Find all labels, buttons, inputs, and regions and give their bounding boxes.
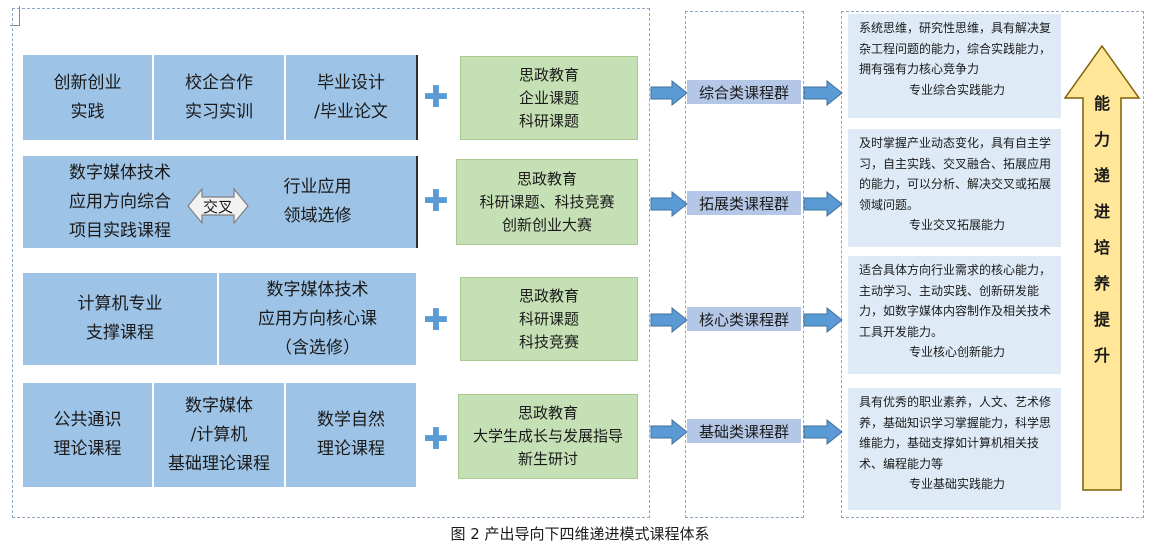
capability-title: 专业交叉拓展能力 — [908, 218, 1005, 232]
capability-title: 专业综合实践能力 — [908, 82, 1005, 97]
group-comprehensive: 综合类课程群 — [687, 80, 801, 104]
course-row-core: 计算机专业 支撑课程 数字媒体技术 应用方向核心课 （含选修） — [23, 273, 416, 365]
arrow-right-icon — [650, 80, 688, 106]
capability-text: 系统思维，研究性思维，具有解决复杂工程问题的能力，综合实践能力，拥有强有力核心竞… — [859, 21, 1052, 76]
capability-desc-comprehensive: 系统思维，研究性思维，具有解决复杂工程问题的能力，综合实践能力，拥有强有力核心竞… — [848, 14, 1061, 118]
cell-divider — [152, 55, 154, 140]
group-core: 核心类课程群 — [687, 307, 801, 331]
capability-desc-core: 适合具体方向行业需求的核心能力，主动学习、主动实践、创新研发能力，如数字媒体内容… — [848, 256, 1061, 374]
plus-icon: ✚ — [423, 80, 449, 115]
course-row-comprehensive: 创新创业 实践 校企合作 实习实训 毕业设计 /毕业论文 — [23, 55, 416, 140]
course-row-foundation: 公共通识 理论课程 数字媒体 /计算机 基础理论课程 数学自然 理论课程 — [23, 383, 416, 487]
course-math-science: 数学自然 理论课程 — [317, 410, 385, 459]
cell-divider — [284, 55, 286, 140]
course-groups-container — [685, 11, 804, 518]
plus-icon: ✚ — [423, 303, 449, 338]
capability-title: 专业基础实践能力 — [908, 477, 1005, 491]
group-expansion: 拓展类课程群 — [687, 191, 801, 215]
ideology-box-foundation: 思政教育 大学生成长与发展指导 新生研讨 — [458, 394, 638, 479]
arrow-right-icon — [803, 191, 843, 217]
capability-text: 适合具体方向行业需求的核心能力，主动学习、主动实践、创新研发能力，如数字媒体内容… — [859, 263, 1052, 339]
capability-text: 及时掌握产业动态变化，具有自主学习，自主实践、交叉融合、拓展应用的能力，可以分析… — [859, 136, 1052, 212]
arrow-right-icon — [650, 191, 688, 217]
course-graduation-design: 毕业设计 /毕业论文 — [314, 72, 388, 122]
capability-container — [841, 11, 1144, 518]
course-enterprise-internship: 校企合作 实习实训 — [185, 72, 253, 122]
ideology-box-core: 思政教育 科研课题 科技竞赛 — [460, 277, 638, 361]
arrow-right-icon — [803, 80, 843, 106]
figure-caption: 图 2 产出导向下四维递进模式课程体系 — [450, 525, 710, 543]
capability-title: 专业核心创新能力 — [908, 345, 1005, 359]
arrow-right-icon — [650, 419, 688, 445]
progress-label: 能 力 递 进 培 养 提 升 — [1093, 94, 1110, 365]
plus-icon: ✚ — [423, 422, 449, 457]
course-modules-container — [12, 8, 650, 518]
course-general-education: 公共通识 理论课程 — [53, 410, 122, 459]
corner-mark — [10, 6, 20, 26]
cell-divider — [152, 383, 154, 487]
arrow-right-icon — [650, 307, 688, 333]
course-computer-support: 计算机专业 支撑课程 — [77, 294, 163, 343]
course-comprehensive-project: 数字媒体技术 应用方向综合 项目实践课程 — [69, 162, 171, 241]
arrow-right-icon — [803, 419, 843, 445]
course-industry-electives: 行业应用 领域选修 — [283, 177, 352, 226]
course-core-curriculum: 数字媒体技术 应用方向核心课 （含选修） — [258, 279, 377, 358]
progress-up-arrow-icon — [1063, 44, 1141, 491]
cell-divider — [217, 273, 219, 365]
group-foundation: 基础类课程群 — [687, 419, 801, 443]
course-row-expansion: 数字媒体技术 应用方向综合 项目实践课程 行业应用 领域选修 — [23, 156, 416, 248]
ideology-box-expansion: 思政教育 科研课题、科技竞赛 创新创业大赛 — [456, 159, 638, 245]
row-divider-line — [416, 55, 418, 140]
arrow-right-icon — [803, 307, 843, 333]
course-foundation-theory: 数字媒体 /计算机 基础理论课程 — [168, 395, 270, 474]
cell-divider — [284, 383, 286, 487]
cross-label: 交叉 — [202, 197, 233, 216]
capability-desc-expansion: 及时掌握产业动态变化，具有自主学习，自主实践、交叉融合、拓展应用的能力，可以分析… — [848, 129, 1061, 247]
ideology-box-comprehensive: 思政教育 企业课题 科研课题 — [460, 56, 638, 140]
plus-icon: ✚ — [423, 184, 449, 219]
capability-text: 具有优秀的职业素养，人文、艺术修养，基础知识学习掌握能力，科学思维能力，基础支撑… — [859, 395, 1052, 471]
capability-desc-foundation: 具有优秀的职业素养，人文、艺术修养，基础知识学习掌握能力，科学思维能力，基础支撑… — [848, 388, 1061, 510]
course-innovation-practice: 创新创业 实践 — [53, 72, 122, 122]
cross-double-arrow-icon — [187, 187, 249, 225]
row-divider-line — [416, 156, 418, 248]
